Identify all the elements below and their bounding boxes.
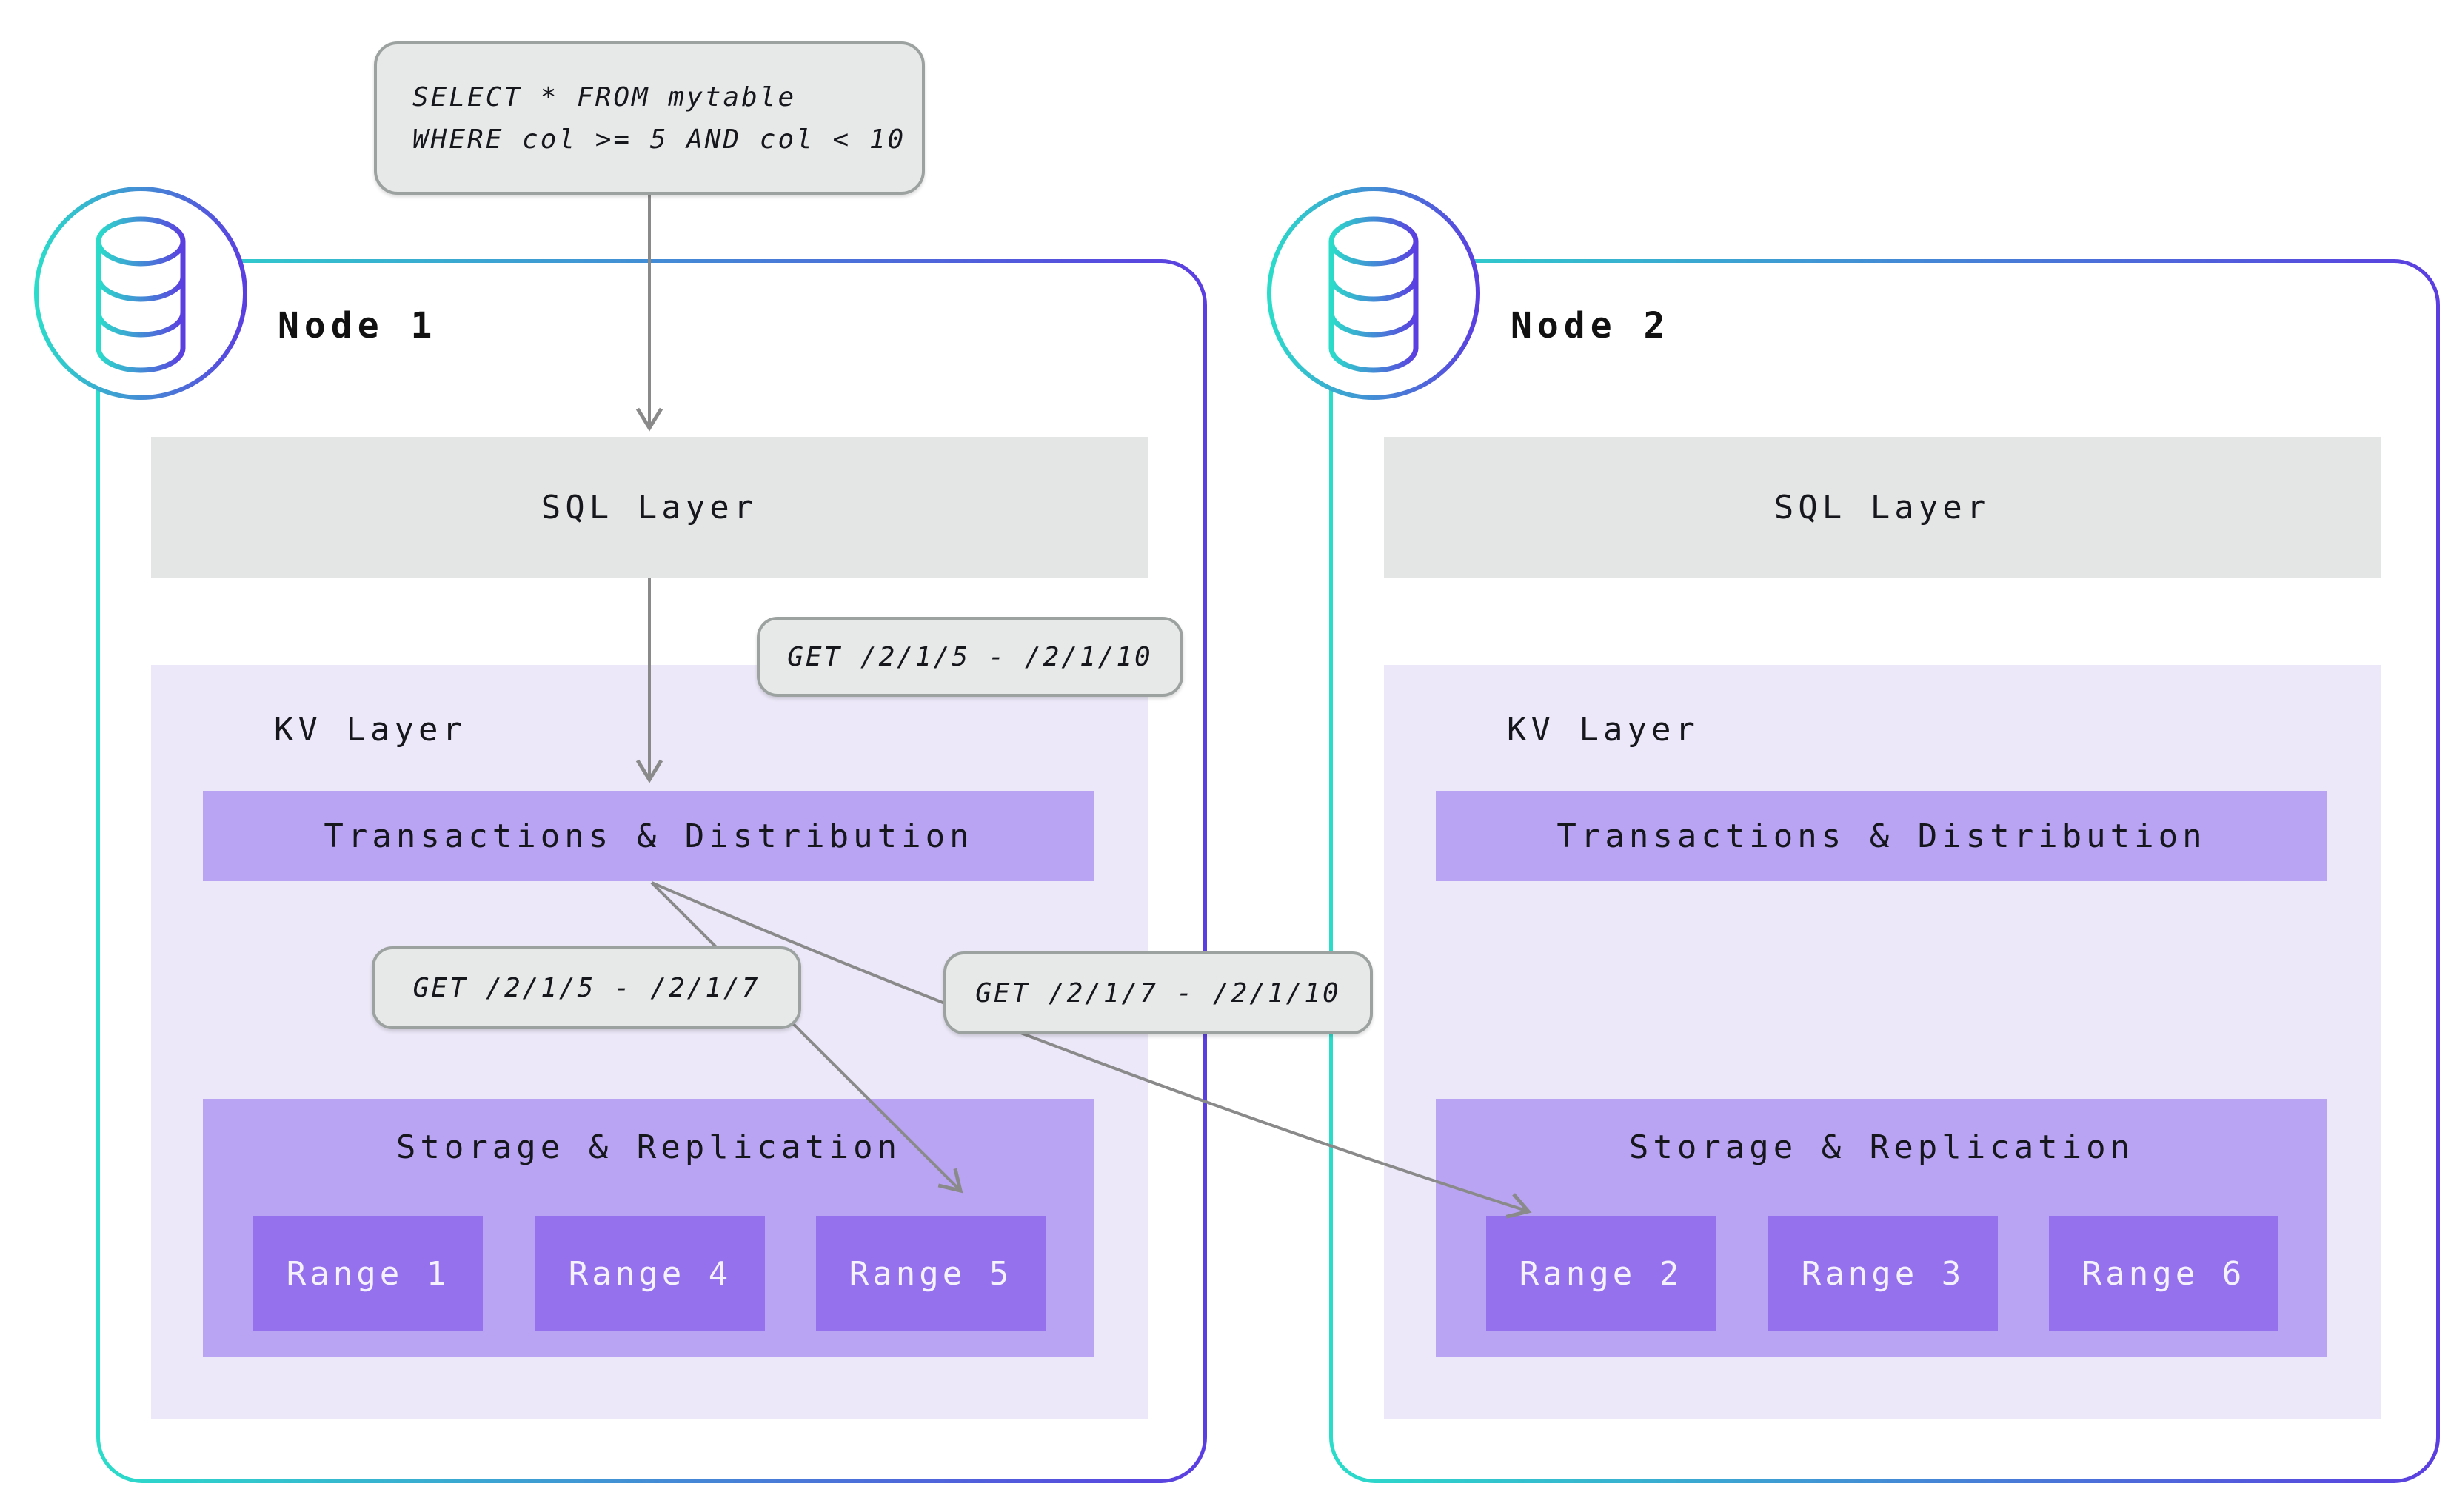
kv-layer-box: KV Layer Transactions & Distribution Sto… <box>151 665 1148 1419</box>
storage-replication-label: Storage & Replication <box>1628 1128 2135 1166</box>
sql-query-label: SELECT * FROM mytable WHERE col >= 5 AND… <box>374 41 925 195</box>
kv-layer-label: KV Layer <box>1507 711 1699 749</box>
database-icon <box>1267 187 1480 400</box>
transactions-distribution-box: Transactions & Distribution <box>1436 791 2327 881</box>
node-1-box: Node 1 SQL Layer KV Layer Transactions &… <box>34 187 1207 1483</box>
sql-layer-box: SQL Layer <box>1384 437 2381 578</box>
get-range-left-label: GET /2/1/5 - /2/1/7 <box>372 946 801 1029</box>
range-box: Range 6 <box>2049 1216 2278 1331</box>
range-box: Range 3 <box>1768 1216 1998 1331</box>
get-range-right-label: GET /2/1/7 - /2/1/10 <box>943 951 1373 1034</box>
transactions-distribution-box: Transactions & Distribution <box>203 791 1094 881</box>
storage-replication-label: Storage & Replication <box>395 1128 902 1166</box>
node-2-box: Node 2 SQL Layer KV Layer Transactions &… <box>1267 187 2440 1483</box>
range-box: Range 2 <box>1486 1216 1716 1331</box>
sql-query-line2: WHERE col >= 5 AND col < 10 <box>412 124 906 155</box>
range-box: Range 1 <box>253 1216 483 1331</box>
kv-layer-box: KV Layer Transactions & Distribution Sto… <box>1384 665 2381 1419</box>
sql-layer-label: SQL Layer <box>1773 488 1991 526</box>
transactions-distribution-label: Transactions & Distribution <box>1556 817 2207 855</box>
kv-layer-label: KV Layer <box>274 711 467 749</box>
sql-layer-box: SQL Layer <box>151 437 1148 578</box>
transactions-distribution-label: Transactions & Distribution <box>324 817 974 855</box>
get-range-full-label: GET /2/1/5 - /2/1/10 <box>757 617 1183 697</box>
sql-layer-label: SQL Layer <box>541 488 758 526</box>
sql-query-line1: SELECT * FROM mytable <box>412 81 797 113</box>
node-title: Node 1 <box>278 305 438 347</box>
range-box: Range 5 <box>816 1216 1046 1331</box>
database-icon <box>34 187 247 400</box>
node-title: Node 2 <box>1511 305 1671 347</box>
storage-replication-box: Storage & Replication Range 1 Range 4 Ra… <box>203 1099 1094 1357</box>
range-box: Range 4 <box>535 1216 765 1331</box>
storage-replication-box: Storage & Replication Range 2 Range 3 Ra… <box>1436 1099 2327 1357</box>
